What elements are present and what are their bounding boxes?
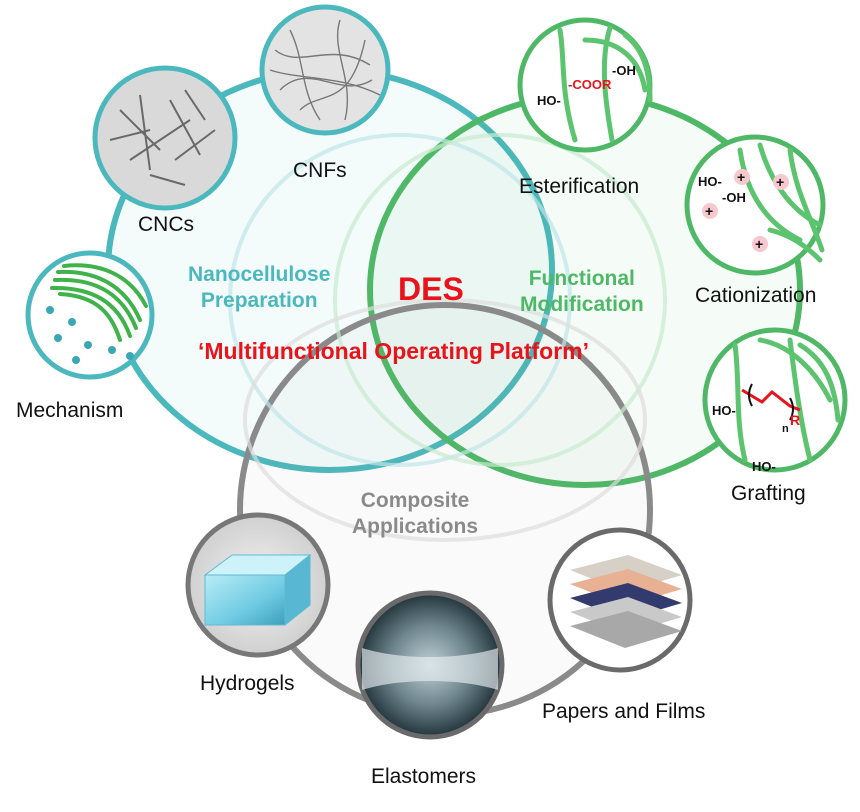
mechanism-particles-icon (46, 306, 134, 364)
elastomer-band-icon (362, 648, 498, 690)
cncs-micrograph-icon (109, 89, 216, 186)
node-cationization (684, 134, 826, 276)
cnfs-micrograph-icon (269, 19, 381, 121)
label-cncs: CNCs (138, 213, 194, 236)
cation-plus-3: + (705, 203, 714, 219)
ring-title-preparation-line2: Preparation (200, 289, 318, 313)
ring-title-applications-line1: Composite (360, 489, 470, 512)
chem-grafting-r: R (790, 412, 801, 428)
hydrogel-block-icon (203, 553, 312, 627)
label-papers-films: Papers and Films (542, 700, 706, 723)
ring-title-modification: Functional Modification (520, 266, 644, 319)
node-papers-films (547, 527, 693, 673)
chem-esterification-coor: -COOR (568, 77, 612, 92)
chem-grafting-ho-lower: HO- (752, 459, 776, 474)
node-hydrogels (185, 512, 331, 658)
label-esterification: Esterification (519, 175, 640, 198)
label-grafting: Grafting (731, 482, 806, 505)
cation-plus-2: + (776, 174, 785, 190)
inner-venn-green (333, 133, 667, 467)
node-cnfs (259, 4, 391, 136)
center-label-des: DES (398, 271, 464, 307)
node-cncs (92, 65, 238, 211)
label-cnfs: CNFs (293, 159, 347, 182)
label-cationization: Cationization (695, 284, 817, 307)
ring-applications-overlap-fill (240, 305, 650, 715)
ring-title-preparation: Nanocellulose Preparation (188, 262, 330, 315)
node-esterification (517, 17, 653, 153)
cation-plus-4: + (755, 236, 764, 252)
grafting-bracket-right (789, 397, 794, 421)
node-mechanism (25, 250, 155, 380)
cation-charges-icon (702, 169, 789, 252)
film-layers-icon (570, 555, 682, 648)
node-grafting (702, 327, 848, 473)
inner-venn-grey (243, 298, 647, 542)
cationization-fibers-icon (737, 142, 825, 263)
chem-esterification-ho: HO- (537, 93, 561, 108)
chem-esterification-oh: -OH (612, 63, 636, 78)
label-elastomers: Elastomers (371, 765, 477, 788)
center-subtitle: ‘Multifunctional Operating Platform’ (198, 338, 589, 364)
chem-cationization-oh: -OH (722, 190, 746, 205)
ring-title-preparation-line1: Nanocellulose (188, 263, 331, 286)
mechanism-fibers-icon (50, 263, 148, 342)
grafting-bracket-left (748, 383, 753, 407)
ring-title-applications: Composite Applications (352, 488, 478, 541)
label-mechanism: Mechanism (16, 399, 124, 422)
cation-plus-1: + (737, 169, 746, 185)
label-hydrogels: Hydrogels (200, 672, 295, 695)
node-elastomers (355, 590, 505, 740)
chem-grafting-n: n (782, 423, 789, 435)
ring-title-applications-line2: Applications (352, 515, 479, 539)
chem-grafting-ho-upper: HO- (712, 403, 736, 418)
esterification-fibers-icon (557, 25, 653, 143)
ring-title-modification-line1: Functional (528, 267, 635, 290)
grafting-fibers-icon (732, 337, 841, 463)
ring-title-modification-line2: Modification (520, 293, 644, 317)
inner-venn-teal (228, 133, 572, 467)
chem-cationization-ho: HO- (698, 174, 722, 189)
